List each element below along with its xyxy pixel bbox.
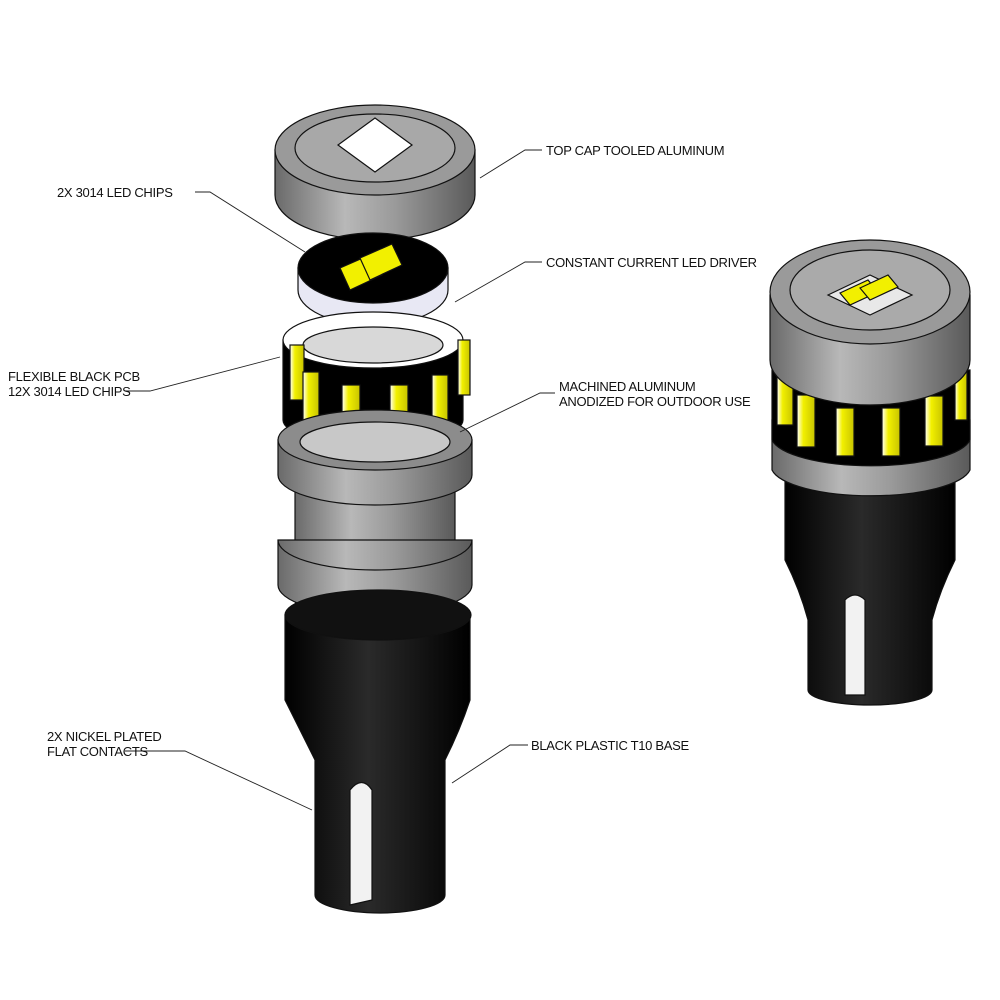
top-cap bbox=[274, 104, 476, 241]
assembled-bulb bbox=[769, 239, 971, 706]
pcb-led-chip bbox=[289, 344, 305, 401]
pcb-led-chip bbox=[457, 339, 471, 396]
label-aluminum-line1: MACHINED ALUMINUM bbox=[559, 379, 696, 394]
black-plastic-base bbox=[284, 589, 472, 914]
label-pcb-line2: 12X 3014 LED CHIPS bbox=[8, 384, 131, 399]
label-pcb-line1: FLEXIBLE BLACK PCB bbox=[8, 369, 140, 384]
led-driver bbox=[297, 232, 449, 326]
aluminum-body bbox=[277, 409, 473, 626]
label-top-cap: TOP CAP TOOLED ALUMINUM bbox=[546, 143, 725, 158]
pcb-led-chip bbox=[302, 371, 320, 423]
label-contacts-line1: 2X NICKEL PLATED bbox=[47, 729, 162, 744]
square-window bbox=[336, 117, 414, 173]
label-contacts-line2: FLAT CONTACTS bbox=[47, 744, 148, 759]
nickel-contact bbox=[349, 781, 373, 906]
label-base: BLACK PLASTIC T10 BASE bbox=[531, 738, 689, 753]
label-pcb: FLEXIBLE BLACK PCB 12X 3014 LED CHIPS bbox=[8, 369, 140, 399]
label-aluminum-line2: ANODIZED FOR OUTDOOR USE bbox=[559, 394, 751, 409]
label-driver: CONSTANT CURRENT LED DRIVER bbox=[546, 255, 757, 270]
label-aluminum: MACHINED ALUMINUM ANODIZED FOR OUTDOOR U… bbox=[559, 379, 751, 409]
label-contacts: 2X NICKEL PLATED FLAT CONTACTS bbox=[47, 729, 162, 759]
top-led-chip bbox=[339, 243, 403, 291]
leader-lines bbox=[125, 149, 555, 811]
label-led-chips-top: 2X 3014 LED CHIPS bbox=[57, 185, 173, 200]
